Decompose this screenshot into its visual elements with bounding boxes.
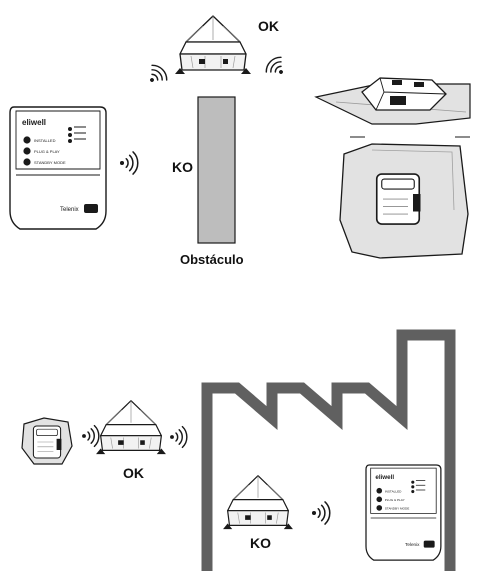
controller-footer: Telenix bbox=[405, 542, 420, 547]
signal-icon bbox=[262, 53, 291, 82]
controller-button-plug-play[interactable]: PLUG & PLAY bbox=[23, 147, 60, 155]
label-ok-bottom: OK bbox=[123, 465, 144, 481]
controller-button-label: INSTALLED bbox=[34, 138, 56, 143]
wall-sensor-small bbox=[21, 417, 73, 465]
obstacle-wall bbox=[197, 96, 236, 244]
controller-button-installed[interactable]: INSTALLED bbox=[23, 136, 56, 144]
controller-button-label: INSTALLED bbox=[385, 489, 402, 493]
wall-sensor-device bbox=[339, 143, 469, 259]
controller-button-label: STANDBY MODE bbox=[385, 506, 410, 510]
repeater-antenna-bottom-ko bbox=[222, 475, 294, 530]
label-ko-bottom: KO bbox=[250, 535, 271, 551]
label-ko-top: KO bbox=[172, 159, 193, 175]
controller-panel-bottom: eliwell INSTALLED PLUG & PLAY STANDBY MO… bbox=[365, 464, 442, 561]
controller-button-label: PLUG & PLAY bbox=[385, 498, 405, 502]
factory-outline bbox=[201, 329, 456, 571]
controller-brand: eliwell bbox=[375, 474, 394, 481]
signal-icon bbox=[81, 424, 100, 448]
signal-icon bbox=[142, 61, 171, 90]
floor-sensor-device bbox=[314, 77, 471, 138]
controller-button-standby[interactable]: STANDBY MODE bbox=[23, 158, 66, 166]
repeater-antenna-bottom-ok bbox=[95, 400, 167, 455]
controller-button-label: PLUG & PLAY bbox=[34, 149, 60, 154]
signal-icon bbox=[169, 425, 188, 449]
signal-icon bbox=[119, 151, 139, 175]
controller-button-plug-play[interactable]: PLUG & PLAY bbox=[376, 496, 405, 503]
controller-button-installed[interactable]: INSTALLED bbox=[376, 487, 402, 494]
controller-brand: eliwell bbox=[22, 118, 46, 127]
label-obstacle: Obstáculo bbox=[180, 252, 244, 267]
label-ok-top: OK bbox=[258, 18, 279, 34]
controller-footer: Telenix bbox=[60, 207, 79, 213]
controller-button-standby[interactable]: STANDBY MODE bbox=[376, 505, 409, 511]
repeater-antenna-top bbox=[174, 15, 252, 75]
controller-panel-top: eliwell INSTALLED PLUG & PLAY STANDBY MO… bbox=[9, 106, 107, 230]
signal-icon bbox=[311, 501, 331, 525]
controller-button-label: STANDBY MODE bbox=[34, 160, 66, 165]
